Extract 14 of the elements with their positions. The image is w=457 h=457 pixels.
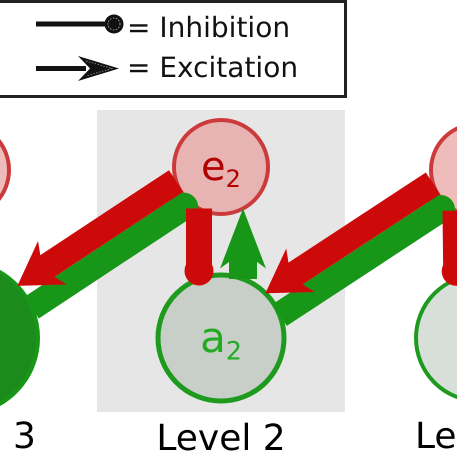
- dot-end-line: [24, 192, 198, 318]
- level-label: Le: [415, 419, 457, 455]
- circle-node: [172, 118, 270, 216]
- level-label: 3: [13, 419, 36, 455]
- dot-end-line: [184, 208, 214, 286]
- circle-node: [155, 272, 287, 404]
- level-label: Level 2: [156, 421, 286, 457]
- legend-label: = Inhibition: [127, 14, 290, 42]
- node-label: a$_{2}$: [200, 317, 242, 359]
- legend-label: = Excitation: [127, 54, 298, 82]
- dot-end-line: [272, 194, 456, 326]
- node-label: e$_{2}$: [201, 147, 241, 187]
- dot-end-line: [442, 210, 457, 286]
- arrow: [220, 208, 266, 279]
